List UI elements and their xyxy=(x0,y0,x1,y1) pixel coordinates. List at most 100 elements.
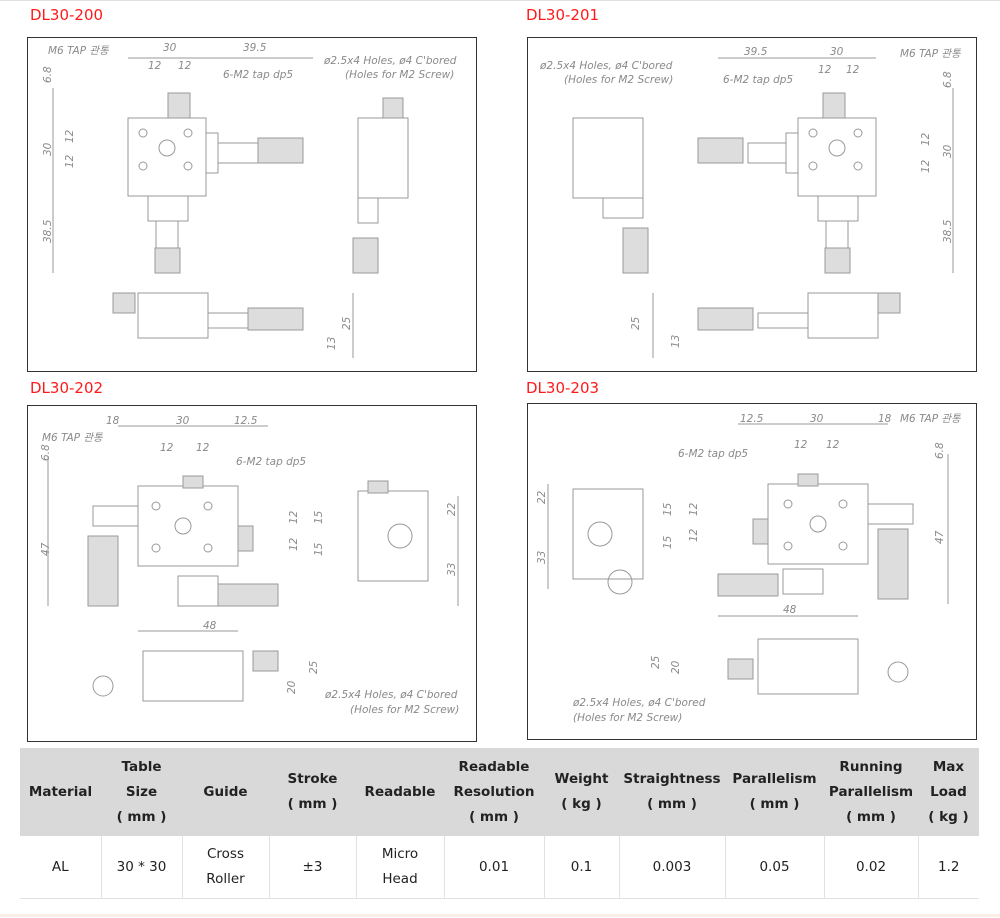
drawing-label: 6.8 xyxy=(42,66,54,83)
drawing-label: 38.5 xyxy=(42,219,54,243)
drawing-label: 20 xyxy=(286,680,298,694)
top-divider xyxy=(0,0,1000,1)
table-cell: 0.1 xyxy=(544,836,620,899)
header-cell: Stroke( mm ) xyxy=(269,748,356,836)
table-cell: 0.01 xyxy=(444,836,545,899)
drawing-label: 20 xyxy=(670,660,682,674)
drawing-label: 12 xyxy=(818,64,832,76)
technical-drawing xyxy=(547,423,949,695)
drawing-label: 6-M2 tap dp5 xyxy=(678,448,749,460)
drawing-label: 22 xyxy=(446,502,458,516)
drawing-label: 6.8 xyxy=(40,444,52,461)
drawing-dl30-201: ø2.5x4 Holes, ø4 C'bored (Holes for M2 S… xyxy=(527,37,977,372)
drawing-label: 12 xyxy=(688,528,700,542)
drawing-label: (Holes for M2 Screw) xyxy=(573,712,683,724)
drawing-label: 47 xyxy=(934,530,946,544)
header-cell-text: Parallelism xyxy=(732,771,817,787)
header-cell-text: Max xyxy=(932,758,965,775)
table-cell-text: Head xyxy=(382,871,418,887)
drawing-label: 38.5 xyxy=(942,219,954,243)
drawing-label: 22 xyxy=(536,490,548,504)
drawing-label: 48 xyxy=(203,620,217,632)
drawing-label: 6-M2 tap dp5 xyxy=(223,69,294,81)
table-cell-text: AL xyxy=(51,858,69,875)
drawing-dl30-202: 18 30 12.5 M6 TAP 관통 12 12 6-M2 tap dp5 … xyxy=(27,405,477,742)
drawing-label: 12 xyxy=(160,442,174,454)
header-cell-text: ( mm ) xyxy=(749,796,800,812)
table-cell-text: 0.05 xyxy=(759,858,790,875)
drawing-label: 15 xyxy=(313,542,325,556)
drawing-label: 25 xyxy=(630,316,642,330)
table-cell: 0.02 xyxy=(824,836,919,899)
drawing-label: 6-M2 tap dp5 xyxy=(723,74,794,86)
drawing-label: 30 xyxy=(810,413,824,425)
drawing-label: 12 xyxy=(920,159,932,173)
header-cell: Readable xyxy=(356,748,444,836)
header-cell-text: Size xyxy=(125,783,158,800)
table-cell-text: 1.2 xyxy=(938,858,960,875)
table-cell-text: 0.01 xyxy=(478,858,510,875)
drawing-label: ø2.5x4 Holes, ø4 C'bored xyxy=(324,55,457,67)
drawing-label: 13 xyxy=(326,336,338,350)
panel-title-dl30-201: DL30-201 xyxy=(526,6,600,24)
drawing-label: (Holes for M2 Screw) xyxy=(564,74,674,86)
table-cell-text: 30 * 30 xyxy=(116,858,167,875)
drawing-label: 6.8 xyxy=(942,71,954,88)
technical-drawing xyxy=(572,57,954,358)
table-cell: 0.003 xyxy=(619,836,726,899)
drawing-label: 12 xyxy=(794,439,808,451)
drawing-label: 6.8 xyxy=(934,442,946,459)
drawing-label: 12 xyxy=(826,439,840,451)
technical-drawing xyxy=(52,57,409,358)
drawing-label: (Holes for M2 Screw) xyxy=(345,69,455,81)
drawing-label: 15 xyxy=(662,535,674,549)
header-cell-text: Material xyxy=(28,783,93,800)
drawing-label: 15 xyxy=(313,510,325,524)
header-cell-text: Load xyxy=(930,783,967,800)
table-cell-text: Micro xyxy=(381,846,419,862)
table-cell-text: 0.003 xyxy=(652,858,692,875)
panel-title-dl30-202: DL30-202 xyxy=(30,379,104,397)
header-cell-text: Table xyxy=(121,758,162,775)
drawing-label: 25 xyxy=(341,316,353,330)
header-cell-text: ( kg ) xyxy=(928,808,969,825)
header-cell-text: Guide xyxy=(203,783,248,800)
header-cell-text: ( mm ) xyxy=(846,808,896,825)
header-cell-text: ( mm ) xyxy=(647,796,697,812)
drawing-label: 6-M2 tap dp5 xyxy=(236,456,307,468)
table-cell: 0.05 xyxy=(725,836,825,899)
drawing-label: 39.5 xyxy=(243,42,267,54)
drawing-label: 48 xyxy=(783,604,797,616)
drawing-label: ø2.5x4 Holes, ø4 C'bored xyxy=(325,689,458,701)
header-cell-text: ( mm ) xyxy=(116,808,167,825)
table-cell: AL xyxy=(20,836,102,899)
drawing-label: M6 TAP 관통 xyxy=(42,432,103,444)
drawing-label: 12 xyxy=(846,64,860,76)
drawing-label: 12.5 xyxy=(234,415,258,427)
header-cell-text: Parallelism xyxy=(828,783,914,800)
header-cell-text: ( kg ) xyxy=(561,796,602,812)
drawing-label: (Holes for M2 Screw) xyxy=(350,704,460,716)
drawing-label: 12 xyxy=(688,502,700,516)
drawing-label: 30 xyxy=(163,42,177,54)
drawing-label: 25 xyxy=(650,655,662,669)
drawing-label: 12.5 xyxy=(740,413,764,425)
drawing-label: 15 xyxy=(662,502,674,516)
drawing-label: ø2.5x4 Holes, ø4 C'bored xyxy=(573,697,706,709)
drawing-dl30-203: 12.5 30 18 M6 TAP 관통 12 12 6-M2 tap dp5 … xyxy=(527,403,977,740)
header-cell-text: Resolution xyxy=(453,783,535,800)
technical-drawing xyxy=(47,425,459,702)
header-cell: Weight( kg ) xyxy=(544,748,619,836)
table-cell-text: Cross xyxy=(206,846,244,862)
header-cell-text: Stroke xyxy=(287,771,338,787)
header-cell-text: Running xyxy=(839,758,903,775)
drawing-label: 12 xyxy=(178,60,192,72)
drawing-label: 30 xyxy=(830,46,844,58)
drawing-label: 39.5 xyxy=(744,46,768,58)
header-cell: Straightness( mm ) xyxy=(619,748,725,836)
